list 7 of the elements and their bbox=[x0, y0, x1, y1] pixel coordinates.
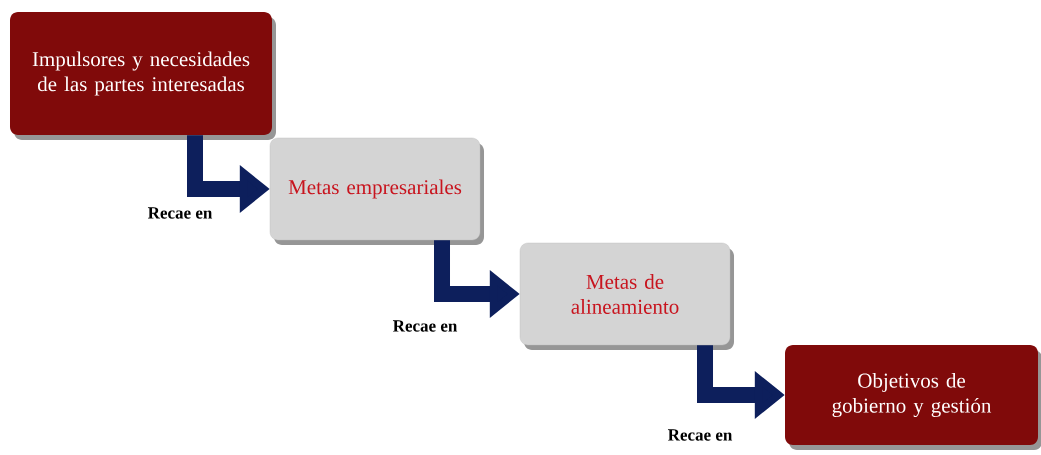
process-box: Metas de alineamiento bbox=[519, 242, 731, 346]
edge-label: Recae en bbox=[668, 429, 733, 441]
edge-label: Recae en bbox=[147, 207, 213, 219]
process-box: Impulsores y necesidades de las partes interesadas bbox=[10, 12, 272, 135]
process-box: Metas empresariales bbox=[269, 137, 481, 241]
process-box: Objetivos de gobierno y gestión bbox=[785, 345, 1038, 445]
edge-label: Recae en bbox=[392, 320, 458, 332]
